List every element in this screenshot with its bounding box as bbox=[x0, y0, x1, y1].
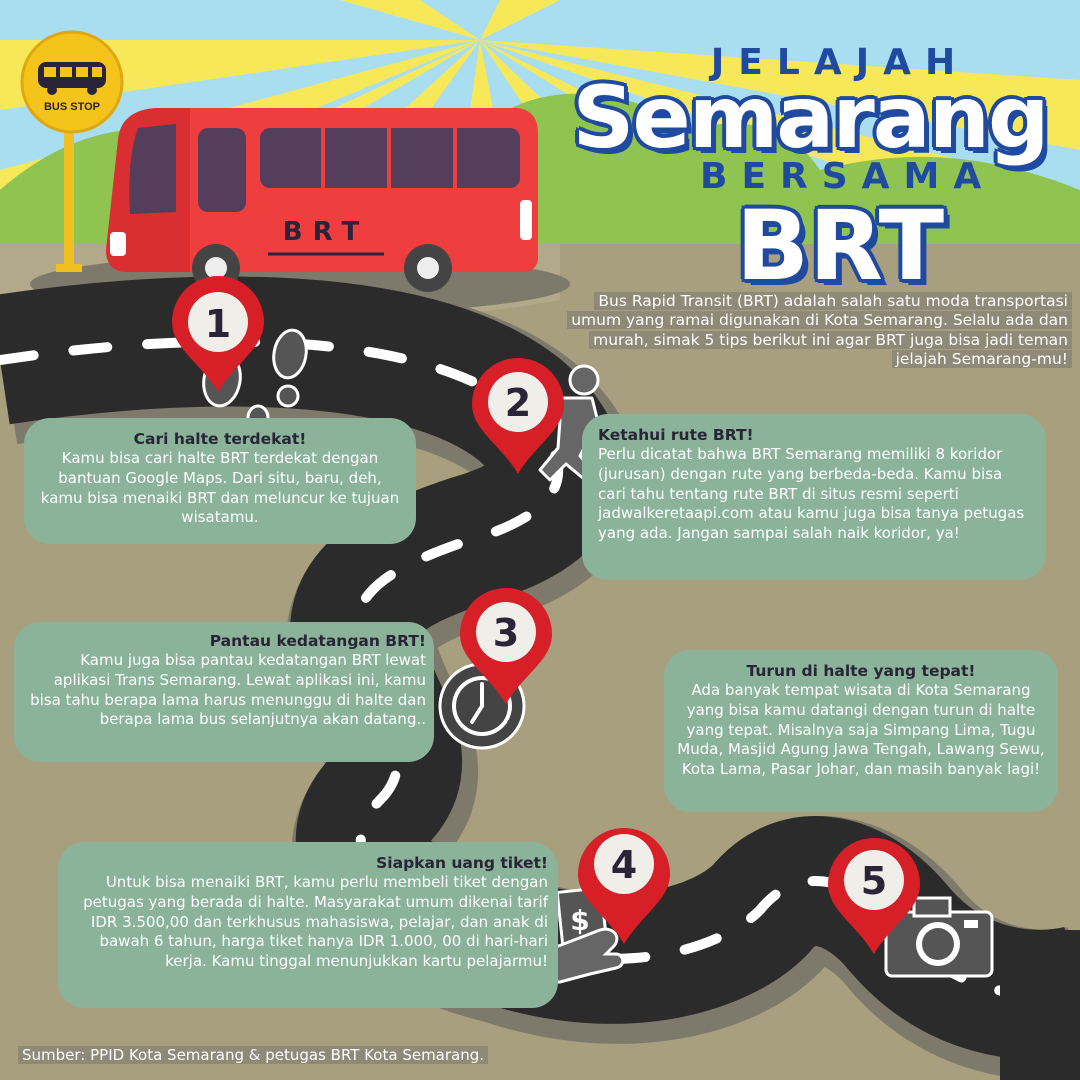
bus-door-window bbox=[198, 128, 246, 212]
step-1-body: Kamu bisa cari halte BRT terdekat dengan… bbox=[40, 449, 400, 527]
pin-5: 5 bbox=[828, 838, 920, 954]
header-bersama: BERSAMA bbox=[700, 156, 996, 197]
step-3-body: Kamu juga bisa pantau kedatangan BRT lew… bbox=[30, 651, 426, 729]
step-3-card: Pantau kedatangan BRT! Kamu juga bisa pa… bbox=[14, 622, 434, 762]
pin-2-number: 2 bbox=[505, 381, 531, 425]
step-1-title: Cari halte terdekat! bbox=[133, 430, 307, 448]
bus-stop-sign: BUS STOP bbox=[20, 30, 124, 272]
pin-5-number: 5 bbox=[861, 859, 887, 903]
bus-windshield bbox=[129, 124, 176, 214]
money-hand-icon: $ bbox=[546, 886, 625, 984]
header-brt: BRT bbox=[735, 190, 945, 302]
step-1-card: Cari halte terdekat! Kamu bisa cari halt… bbox=[24, 418, 416, 544]
header-jelajah: JELAJAH bbox=[710, 42, 970, 83]
step-4-card: Siapkan uang tiket! Untuk bisa menaiki B… bbox=[58, 842, 558, 1008]
header-semarang: Semarang bbox=[572, 68, 1049, 168]
step-5-card: Turun di halte yang tepat! Ada banyak te… bbox=[664, 650, 1058, 812]
step-4-title: Siapkan uang tiket! bbox=[376, 854, 548, 872]
bus-icon bbox=[38, 62, 106, 95]
intro-text: Bus Rapid Transit (BRT) adalah salah sat… bbox=[556, 292, 1072, 370]
bus: BRT bbox=[106, 108, 538, 292]
step-5-title: Turun di halte yang tepat! bbox=[746, 662, 976, 680]
pin-4: 4 bbox=[578, 828, 670, 944]
pin-1: 1 bbox=[172, 276, 264, 392]
pin-3: 3 bbox=[460, 588, 552, 704]
pin-2: 2 bbox=[472, 358, 564, 474]
pin-1-number: 1 bbox=[205, 302, 231, 346]
camera-icon bbox=[884, 896, 994, 978]
step-4-body: Untuk bisa menaiki BRT, kamu perlu membe… bbox=[83, 873, 548, 971]
bus-label: BRT bbox=[283, 217, 369, 247]
step-3-title: Pantau kedatangan BRT! bbox=[209, 632, 426, 650]
source-note: Sumber: PPID Kota Semarang & petugas BRT… bbox=[18, 1046, 489, 1064]
bus-stop-label: BUS STOP bbox=[44, 101, 100, 113]
step-5-body: Ada banyak tempat wisata di Kota Semaran… bbox=[677, 681, 1045, 779]
svg-text:$: $ bbox=[570, 904, 589, 937]
pin-3-number: 3 bbox=[493, 611, 519, 655]
step-2-card: Ketahui rute BRT! Perlu dicatat bahwa BR… bbox=[582, 414, 1046, 580]
step-2-title: Ketahui rute BRT! bbox=[598, 426, 754, 444]
pin-4-number: 4 bbox=[611, 843, 637, 887]
intro-text-body: Bus Rapid Transit (BRT) adalah salah sat… bbox=[567, 292, 1072, 369]
step-2-body: Perlu dicatat bahwa BRT Semarang memilik… bbox=[598, 445, 1025, 543]
road-end bbox=[1000, 930, 1080, 1080]
